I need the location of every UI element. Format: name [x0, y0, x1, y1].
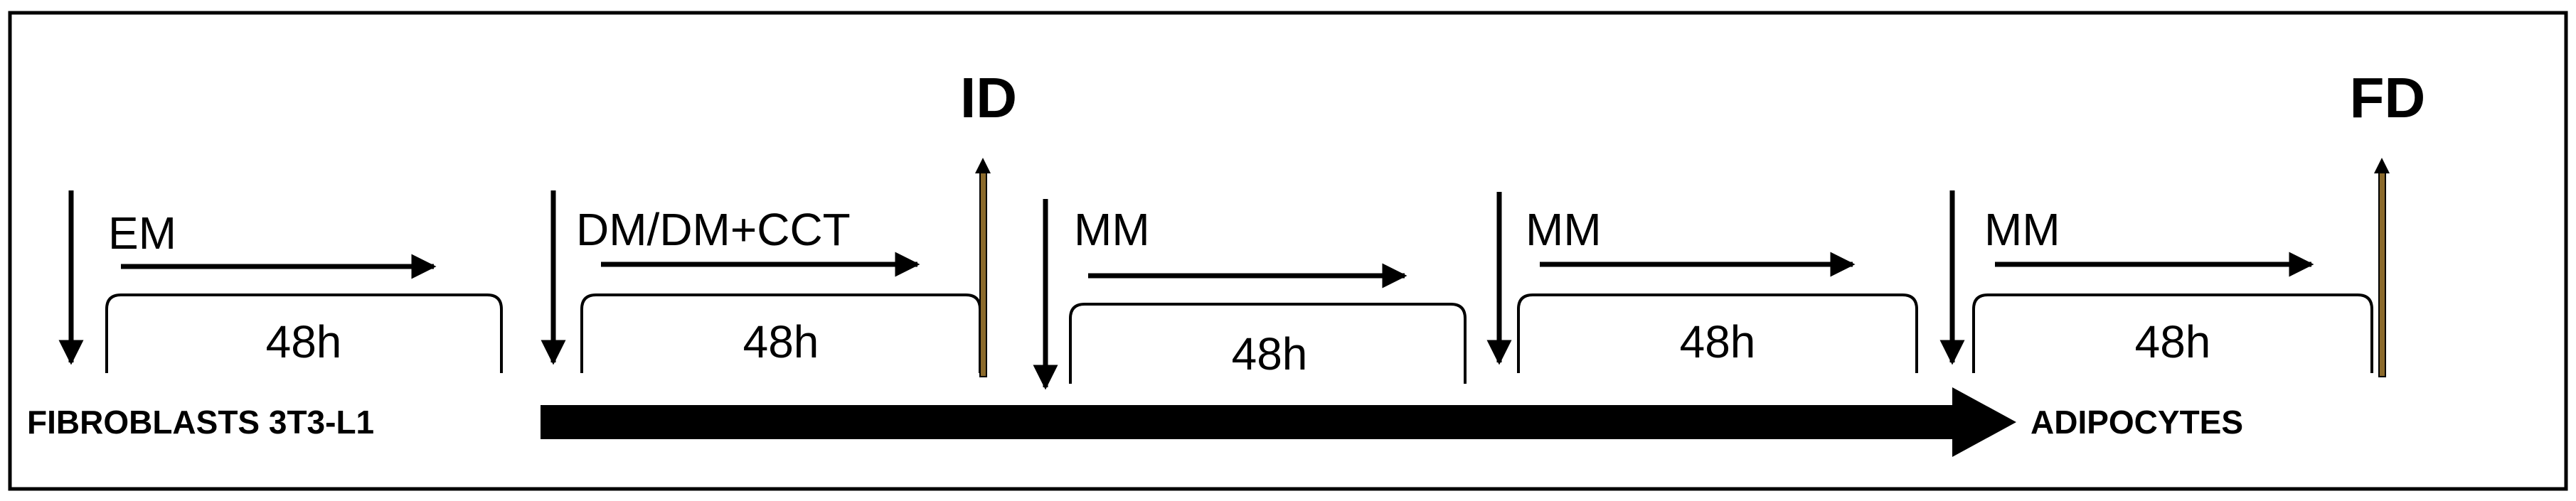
stage-1-duration-bracket [105, 293, 503, 373]
stage-5: MM 48h FD [1939, 66, 2426, 377]
stage-2-medium-label: DM/DM+CCT [576, 204, 851, 255]
stage-5-medium-label: MM [1984, 204, 2060, 255]
stage-2: DM/DM+CCT 48h ID [541, 66, 1017, 377]
stage-4: MM 48h [1486, 192, 1918, 373]
stage-5-marker-bar [2374, 158, 2390, 377]
stage-2-duration-label: 48h [743, 316, 819, 367]
stage-1-medium-label: EM [108, 208, 176, 259]
stage-3-medium-label: MM [1074, 204, 1150, 255]
stage-3-duration-label: 48h [1232, 328, 1308, 379]
end-label-adipocytes: ADIPOCYTES [2031, 404, 2243, 441]
stage-4-duration-bracket [1517, 293, 1918, 373]
stage-2-marker-label: ID [960, 66, 1017, 129]
start-label-fibroblasts: FIBROBLASTS 3T3-L1 [27, 404, 374, 441]
stage-4-duration-label: 48h [1680, 316, 1756, 367]
diagram-frame [8, 11, 2568, 491]
stage-1-duration-label: 48h [266, 316, 342, 367]
stage-4-medium-label: MM [1526, 204, 1602, 255]
stage-1: EM 48h [58, 190, 503, 373]
main-progression-arrow [541, 387, 2016, 457]
stage-5-marker-label: FD [2350, 66, 2426, 129]
stage-2-duration-bracket [580, 293, 981, 373]
stage-2-marker-bar [975, 158, 991, 377]
stage-3: MM 48h [1033, 199, 1467, 390]
stage-5-duration-label: 48h [2135, 316, 2211, 367]
stage-3-duration-bracket [1069, 303, 1467, 384]
stage-5-duration-bracket [1972, 293, 2373, 373]
